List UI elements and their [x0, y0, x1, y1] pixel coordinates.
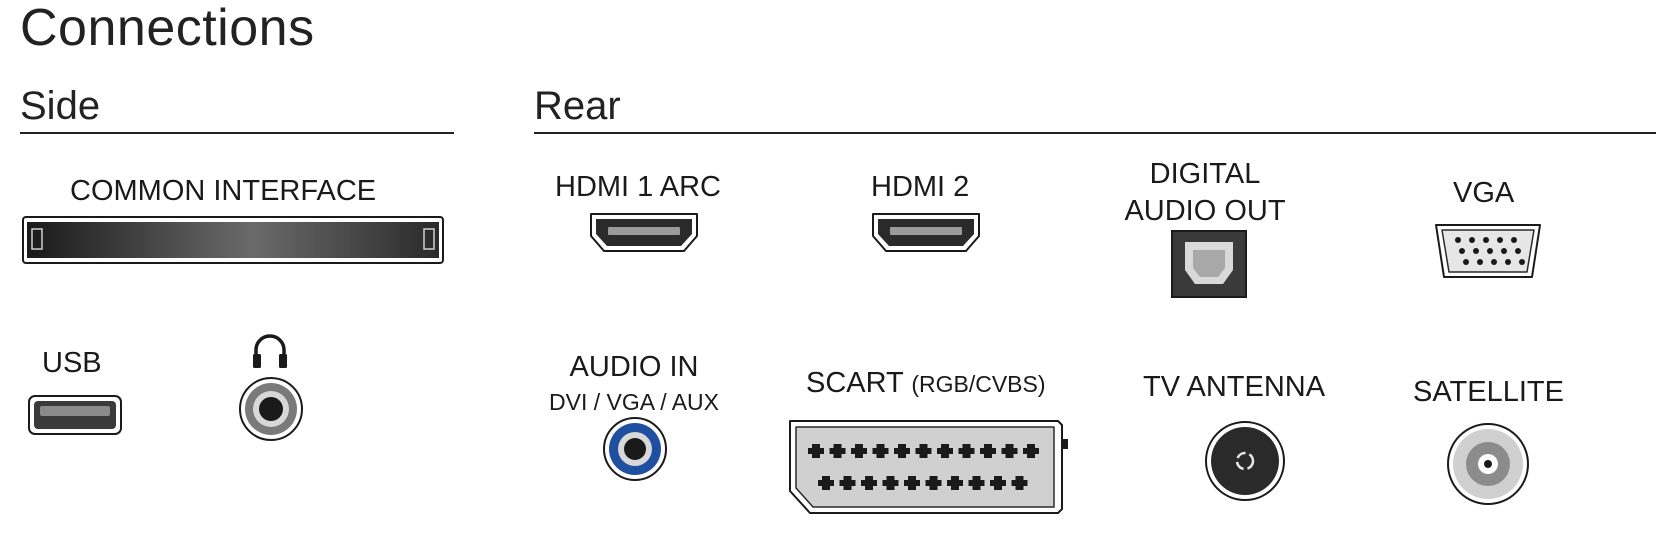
vga-port-icon — [1435, 224, 1541, 278]
scart-pin — [915, 444, 932, 458]
audio-in-sublabel: DVI / VGA / AUX — [548, 389, 720, 415]
scart-label-main: SCART — [806, 367, 904, 399]
satellite-label: SATELLITE — [1413, 376, 1564, 408]
digital-audio-out-label-line1: DIGITAL — [1149, 158, 1261, 190]
tv-antenna-port-icon — [1205, 421, 1285, 501]
scart-pin — [861, 476, 877, 490]
scart-pin — [958, 444, 975, 458]
hdmi2-label: HDMI 2 — [871, 171, 970, 203]
audio-in-jack-icon — [603, 417, 667, 481]
scart-pin — [1001, 444, 1018, 458]
digital-audio-out-label-line2: AUDIO OUT — [1124, 195, 1286, 227]
hdmi1-label: HDMI 1 ARC — [555, 171, 721, 203]
scart-pin — [980, 444, 996, 458]
scart-pin — [1011, 476, 1028, 490]
scart-pin — [839, 476, 856, 490]
scart-pin — [894, 444, 910, 458]
common-interface-slot-icon — [22, 216, 444, 264]
headphone-jack-icon — [239, 377, 303, 441]
scart-pin — [872, 444, 889, 458]
vga-label: VGA — [1453, 177, 1515, 209]
scart-pin — [937, 444, 953, 458]
scart-pin — [882, 476, 899, 490]
section-side-heading: Side — [20, 84, 101, 128]
common-interface-label: COMMON INTERFACE — [70, 175, 377, 207]
section-rear-divider — [534, 132, 1656, 134]
scart-pin — [851, 444, 867, 458]
scart-pin — [904, 476, 920, 490]
scart-pin — [990, 476, 1006, 490]
scart-label-sub: (RGB/CVBS) — [911, 371, 1046, 397]
usb-port-icon — [28, 395, 122, 435]
satellite-port-icon — [1447, 423, 1529, 505]
scart-pin — [947, 476, 963, 490]
scart-pin — [1023, 444, 1039, 458]
section-rear-heading: Rear — [534, 84, 621, 128]
audio-in-label: AUDIO IN — [569, 351, 699, 383]
scart-pin — [808, 444, 824, 458]
usb-label: USB — [42, 347, 102, 379]
headphones-icon — [253, 334, 287, 368]
hdmi1-port-icon — [590, 213, 698, 252]
page-title: Connections — [20, 0, 315, 57]
tv-antenna-label: TV ANTENNA — [1143, 371, 1326, 403]
scart-pin — [818, 476, 834, 490]
section-side-divider — [20, 132, 454, 134]
hdmi2-port-icon — [872, 213, 980, 252]
scart-pin — [968, 476, 985, 490]
scart-label: SCART (RGB/CVBS) — [806, 368, 1046, 398]
scart-pin — [829, 444, 846, 458]
digital-audio-out-port-icon — [1171, 230, 1247, 298]
scart-port-icon — [789, 420, 1068, 514]
scart-pin — [925, 476, 942, 490]
